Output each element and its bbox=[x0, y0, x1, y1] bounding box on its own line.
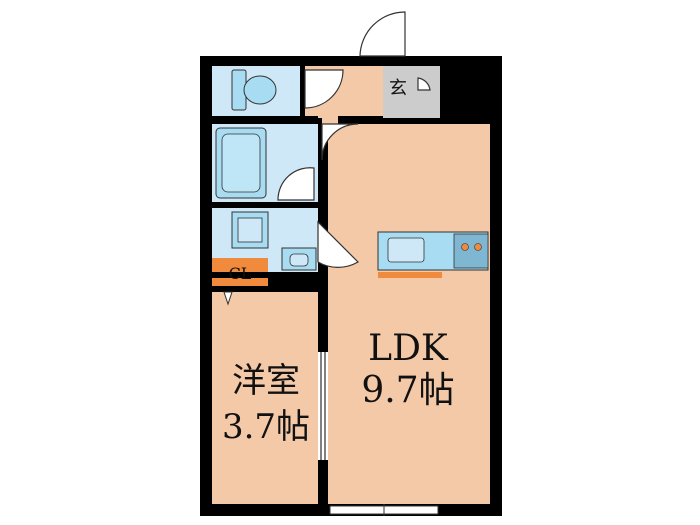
wall-wash-bottom bbox=[212, 272, 318, 278]
western-room-name: 洋室 bbox=[232, 361, 300, 401]
wall-bath-top bbox=[212, 116, 318, 124]
entrance-label: 玄 bbox=[389, 78, 407, 99]
ldk-size: 9.7帖 bbox=[361, 370, 454, 411]
closet-door-icon bbox=[223, 291, 233, 306]
closet-label: CL bbox=[229, 264, 252, 283]
wall-toilet-hall bbox=[300, 66, 305, 118]
toilet-icon bbox=[231, 69, 277, 111]
washbasin-icon bbox=[281, 247, 317, 271]
washer-space-icon bbox=[231, 211, 269, 249]
bathtub-icon bbox=[215, 127, 267, 199]
wall-top-right bbox=[440, 56, 502, 116]
ldk-name: LDK bbox=[368, 328, 449, 369]
sliding-door bbox=[318, 352, 328, 460]
western-room-size: 3.7帖 bbox=[222, 407, 310, 447]
kitchen-counter bbox=[377, 231, 489, 278]
western-room-floor bbox=[212, 292, 318, 504]
door-swing-icon bbox=[277, 11, 431, 268]
wall-bath-wash bbox=[212, 202, 318, 208]
ldk-floor bbox=[328, 124, 490, 504]
wall-ldk-top bbox=[338, 116, 383, 124]
entrance-floor bbox=[383, 66, 440, 118]
stove-icon bbox=[453, 233, 489, 269]
kitchen-sink-icon bbox=[387, 237, 425, 263]
wall-central bbox=[318, 124, 328, 504]
window-bottom bbox=[329, 504, 439, 516]
wall-western-top bbox=[268, 278, 318, 292]
